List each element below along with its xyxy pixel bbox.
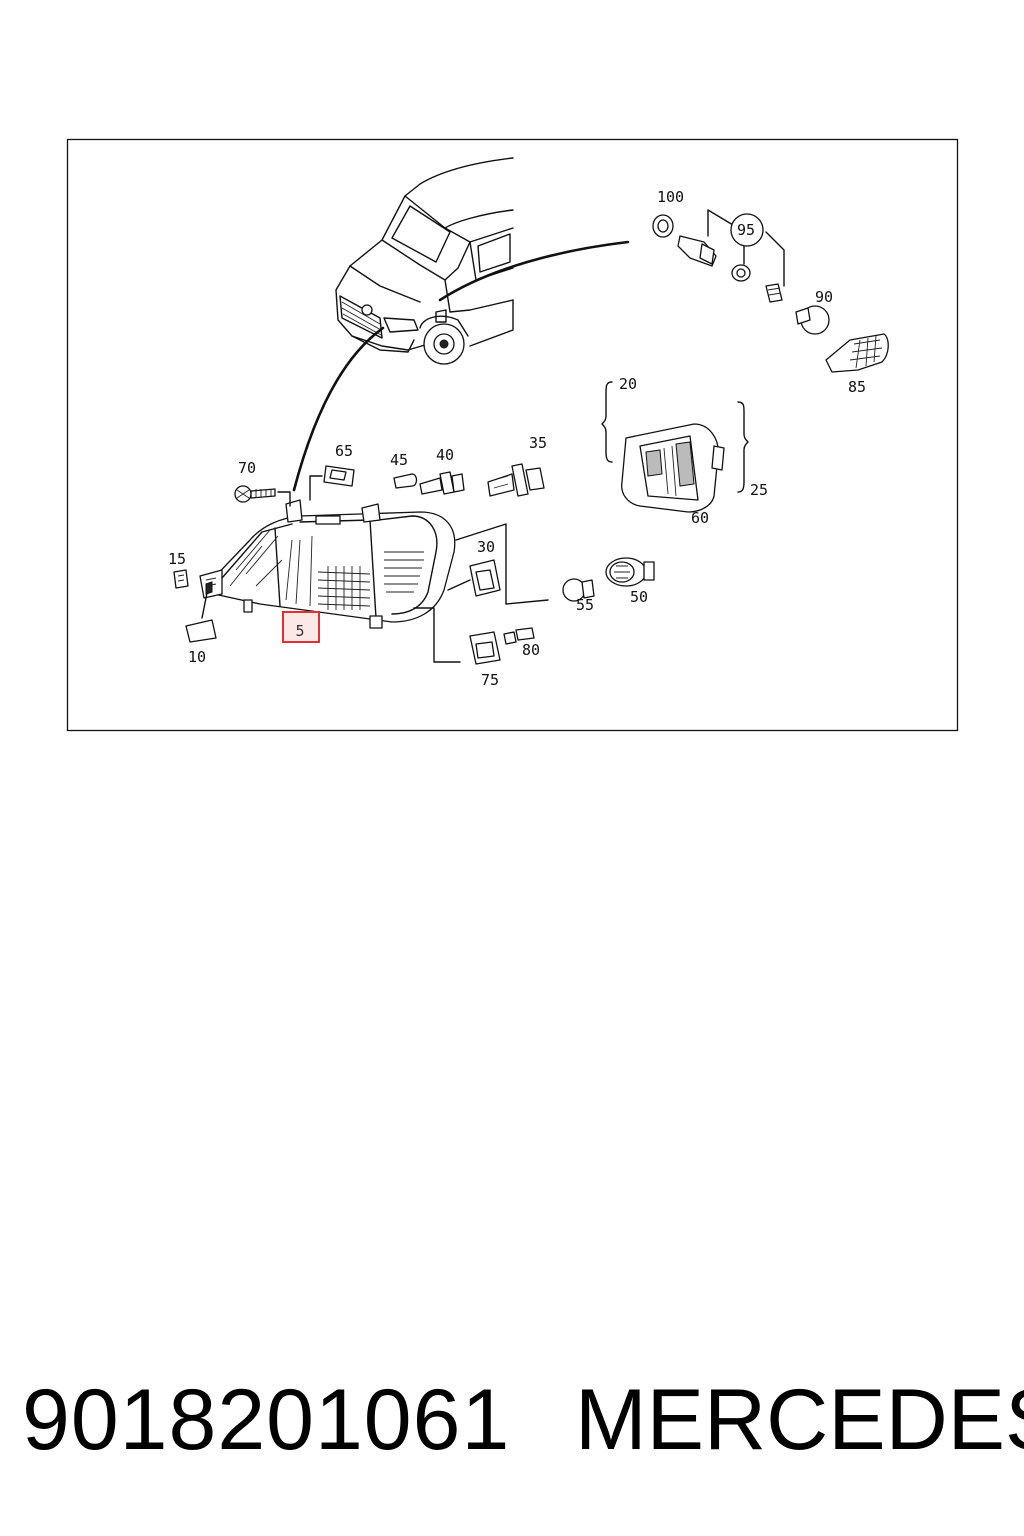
part-40-bulb bbox=[419, 471, 465, 495]
callout-95-circle: 95 bbox=[730, 213, 764, 247]
callout-5: 5 bbox=[295, 622, 304, 640]
brace-20 bbox=[601, 381, 613, 463]
part-90-bulb bbox=[765, 283, 830, 335]
callout-75: 75 bbox=[481, 671, 499, 689]
callout-70: 70 bbox=[238, 459, 256, 477]
callout-30: 30 bbox=[477, 538, 495, 556]
callout-90: 90 bbox=[815, 288, 833, 306]
part-95-socket bbox=[677, 209, 785, 287]
diagram-frame bbox=[66, 138, 959, 732]
callout-35: 35 bbox=[529, 434, 547, 452]
part-30-motor bbox=[447, 523, 549, 605]
part-75-connector bbox=[413, 607, 501, 665]
callout-40: 40 bbox=[436, 446, 454, 464]
brand-name: MERCEDES bbox=[575, 1372, 1024, 1468]
callout-10: 10 bbox=[188, 648, 206, 666]
callout-55: 55 bbox=[576, 596, 594, 614]
part-10-adjuster bbox=[185, 581, 217, 643]
part-50-holder bbox=[605, 557, 655, 587]
van-illustration bbox=[335, 157, 514, 365]
callout-25: 25 bbox=[750, 481, 768, 499]
part-85-side-marker bbox=[825, 333, 889, 373]
callout-50: 50 bbox=[630, 588, 648, 606]
part-65-clip bbox=[309, 465, 355, 501]
callout-20: 20 bbox=[619, 375, 637, 393]
part-55-bulb bbox=[562, 578, 595, 602]
part-35-bulb bbox=[487, 463, 545, 497]
callout-45: 45 bbox=[390, 451, 408, 469]
leader-van-to-headlamp bbox=[292, 326, 385, 492]
callout-15: 15 bbox=[168, 550, 186, 568]
part-80-bulb bbox=[503, 627, 535, 645]
callout-85: 85 bbox=[848, 378, 866, 396]
brace-25 bbox=[737, 401, 749, 493]
callout-80: 80 bbox=[522, 641, 540, 659]
part-100-grommet bbox=[652, 214, 674, 238]
part-70-screw bbox=[234, 485, 291, 507]
callout-5-highlight[interactable]: 5 bbox=[282, 611, 320, 643]
callout-100: 100 bbox=[657, 188, 684, 206]
callout-65: 65 bbox=[335, 442, 353, 460]
part-15-clip bbox=[173, 569, 189, 589]
part-number: 9018201061 bbox=[22, 1372, 511, 1468]
part-45-bulb bbox=[393, 473, 418, 489]
callout-95: 95 bbox=[737, 221, 755, 239]
leader-van-to-sidemarker bbox=[438, 240, 630, 302]
footer: 9018201061 MERCEDES bbox=[0, 1370, 1024, 1470]
callout-60: 60 bbox=[691, 509, 709, 527]
parts-diagram: 100 95 90 85 20 25 60 65 70 45 40 35 15 … bbox=[66, 138, 959, 732]
headlamp-assembly bbox=[199, 499, 456, 629]
part-60-housing bbox=[621, 423, 725, 513]
